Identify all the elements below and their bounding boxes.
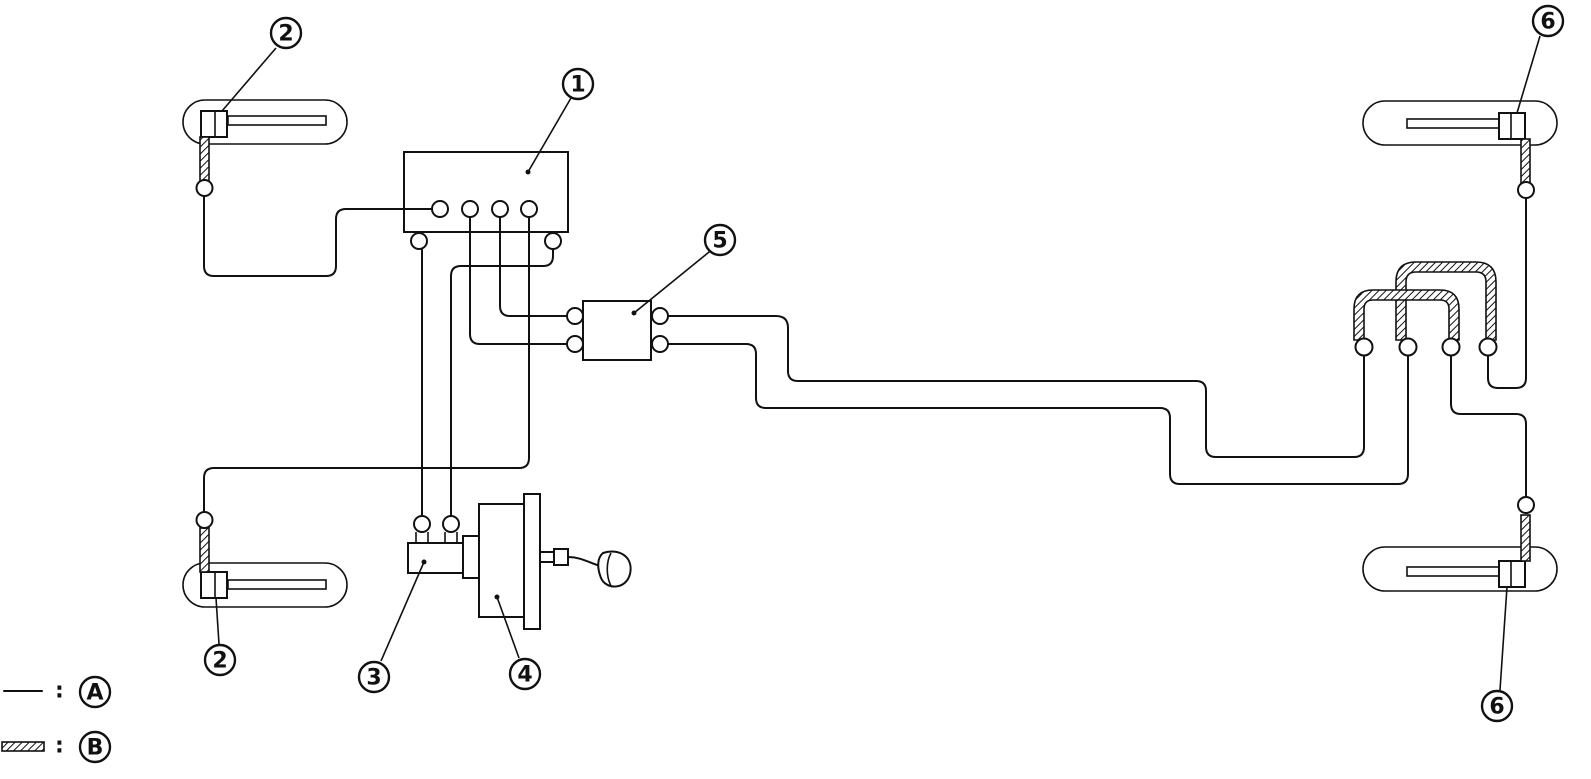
svg-text:6: 6 [1540,10,1555,35]
callout-6-bottom: 6 [1480,689,1514,723]
front-left-wheel [182,99,348,145]
callout-2-top: 2 [269,16,303,50]
svg-text:2: 2 [278,22,293,47]
rear-left-hose-connector [195,511,214,529]
svg-text:1: 1 [570,73,585,98]
svg-text:5: 5 [712,229,727,254]
legend-separator-a: : [55,679,64,704]
rear-junction-hoses [1353,261,1498,357]
rear-left-hose [199,527,210,573]
leader-lines [215,35,1541,691]
svg-text:6: 6 [1489,695,1504,720]
callout-3: 3 [357,660,391,694]
actuator-unit [403,151,569,250]
svg-text:4: 4 [517,663,532,688]
callout-2-bottom: 2 [203,643,237,677]
front-right-wheel [1362,100,1558,146]
front-right-hose [1520,138,1531,184]
master-cylinder [407,515,480,579]
legend-label-a: A [86,681,103,706]
proportioning-valve [566,300,669,361]
svg-text:3: 3 [366,666,381,691]
legend-hose-swatch [1,741,45,752]
front-left-hose-connector [195,179,214,197]
callout-1: 1 [561,67,595,101]
rear-right-wheel [1362,546,1558,592]
brake-booster [478,493,632,630]
callout-4: 4 [508,657,542,691]
svg-text:2: 2 [212,649,227,674]
rear-right-hose [1520,514,1531,562]
rear-right-hose-connector [1517,496,1535,514]
rear-left-wheel [182,562,348,608]
front-right-hose-connector [1517,181,1535,199]
brake-pipes [203,195,1527,517]
callout-5: 5 [703,223,737,257]
legend-label-b: B [87,736,104,761]
callout-6-top: 6 [1531,4,1565,38]
legend: : A : B [1,675,112,764]
front-left-hose [199,136,210,182]
legend-separator-b: : [55,734,64,759]
